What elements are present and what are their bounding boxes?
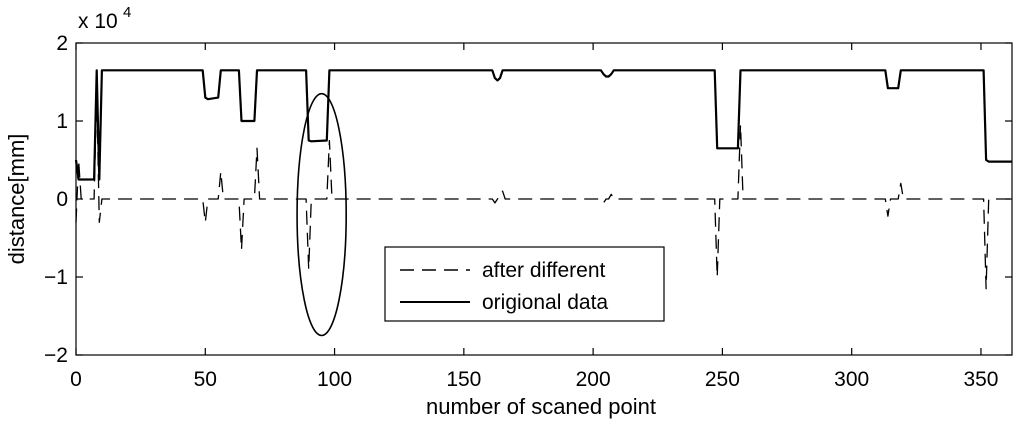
x-tick-label: 200 [576, 368, 611, 391]
highlight-ellipse [296, 92, 347, 337]
y-multiplier-exponent: 4 [123, 4, 131, 21]
legend: after different origional data [384, 246, 665, 322]
y-multiplier-label: x 10 [78, 10, 118, 33]
legend-label-origional-data: origional data [482, 291, 608, 314]
x-tick-label: 150 [446, 368, 481, 391]
y-tick-label: 0 [56, 188, 68, 211]
series-line-origional-data [74, 69, 1012, 181]
x-tick-label: 350 [963, 368, 998, 391]
y-tick-label: 1 [56, 110, 68, 133]
y-tick-label: 2 [56, 32, 68, 55]
y-axis-label: distance[mm] [4, 134, 29, 265]
x-tick-label: 100 [317, 368, 352, 391]
y-tick-label: −2 [44, 344, 68, 367]
series-line-after-different [75, 89, 1012, 290]
x-tick-label: 50 [194, 368, 217, 391]
x-tick-label: 0 [70, 368, 82, 391]
x-tick-label: 300 [834, 368, 869, 391]
ticks-group: 0 50 100 150 200 250 300 350 −2 −1 0 1 2 [44, 32, 1012, 391]
legend-label-after-different: after different [482, 259, 606, 282]
x-tick-label: 250 [705, 368, 740, 391]
x-axis-label: number of scaned point [426, 394, 656, 419]
series-layer [74, 69, 1012, 290]
y-tick-label: −1 [44, 266, 68, 289]
legend-box [384, 246, 665, 322]
annotation-layer [296, 92, 347, 337]
